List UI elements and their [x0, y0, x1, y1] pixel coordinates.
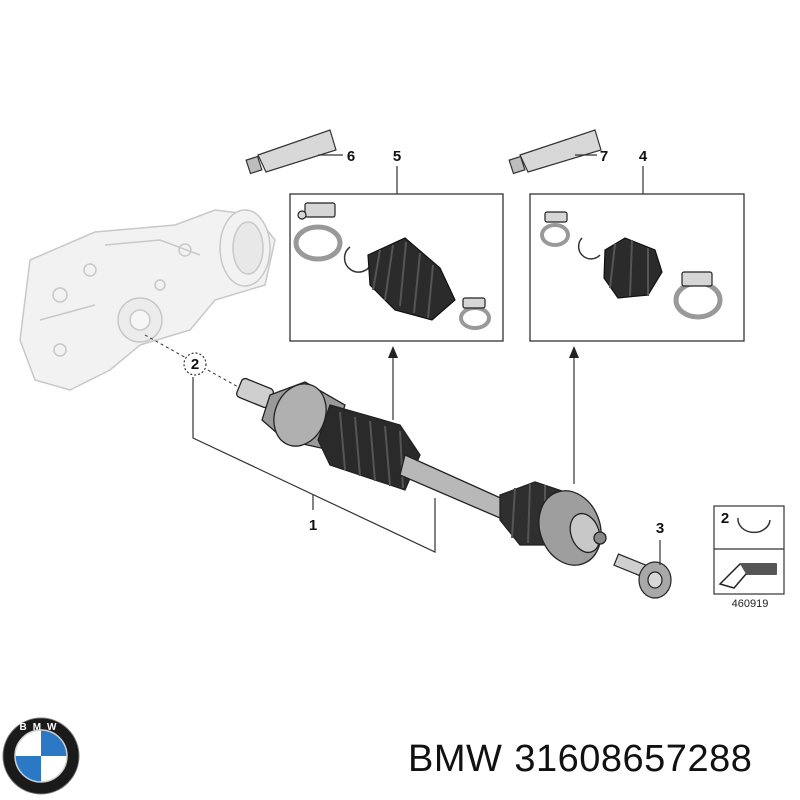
- drive-shaft: [236, 377, 607, 566]
- snap-ring-icon: [737, 517, 771, 534]
- callout-3-label: 3: [656, 520, 664, 537]
- arrow-to-kit-5: [388, 346, 398, 420]
- arrow-to-kit-4: [569, 346, 579, 484]
- legend-box: 2 460919: [713, 505, 785, 610]
- outer-boot-kit-box: [529, 193, 745, 342]
- diagram-number: 460919: [732, 598, 769, 610]
- differential-housing: [19, 209, 276, 391]
- callout-1-label: 1: [309, 517, 317, 534]
- callout-6-label: 6: [347, 148, 355, 165]
- legend-item-label: 2: [721, 510, 729, 527]
- callout-2-label: 2: [191, 356, 199, 373]
- callout-1-bracket: [192, 377, 436, 553]
- bmw-logo-text: BMW: [20, 722, 63, 733]
- footer-part-label: BMW 31608657288: [408, 738, 764, 781]
- callout-4-label: 4: [639, 148, 648, 165]
- callout-2: 2: [183, 352, 207, 376]
- inner-boot-kit-box: [289, 193, 504, 342]
- footer-part-number: 31608657288: [514, 738, 753, 780]
- callout-7-label: 7: [600, 148, 608, 165]
- callout-5-label: 5: [393, 148, 401, 165]
- grease-tube-6: [245, 129, 343, 175]
- grease-tube-7: [508, 129, 602, 175]
- bolt: [613, 553, 672, 599]
- footer-brand: BMW: [408, 738, 503, 780]
- bmw-logo-icon: BMW: [2, 717, 80, 795]
